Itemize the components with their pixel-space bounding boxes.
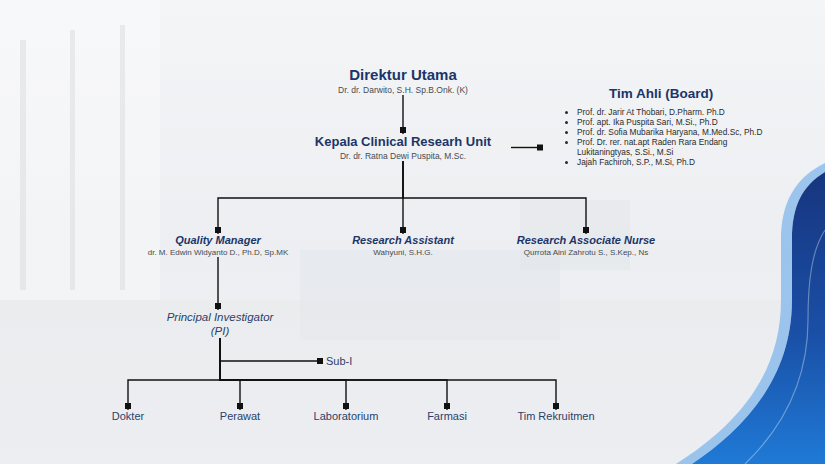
node-title: Farmasi <box>397 410 497 422</box>
role-node: Research Associate NurseQurrota Aini Zah… <box>486 234 686 257</box>
connector-marker <box>537 145 543 151</box>
team-node: Dokter <box>78 410 178 422</box>
connector-line <box>220 338 447 410</box>
node-title: Research Assistant <box>323 234 483 246</box>
connector-marker <box>343 403 349 409</box>
window-frame <box>70 30 75 290</box>
connector-marker <box>237 403 243 409</box>
node-title: Perawat <box>190 410 290 422</box>
connector-line <box>220 338 320 361</box>
connector-line <box>220 338 240 410</box>
team-node: Perawat <box>190 410 290 422</box>
floor-shade <box>0 300 825 464</box>
node-title: Quality Manager <box>118 234 318 246</box>
member-name: Prof. apt. Ika Puspita Sari, M.Si., Ph.D <box>577 117 782 127</box>
window-frame <box>20 40 26 290</box>
node-title: Laboratorium <box>296 410 396 422</box>
connector-line <box>220 338 556 410</box>
team-node: Farmasi <box>397 410 497 422</box>
node-title: Sub-I <box>326 355 386 367</box>
connector-marker <box>215 303 221 309</box>
connector-line <box>128 338 220 410</box>
wave-highlight <box>676 163 825 464</box>
org-connector <box>125 338 220 410</box>
connector-marker <box>215 227 221 233</box>
node-title: Research Associate Nurse <box>486 234 686 246</box>
person-name: Wahyuni, S.H.G. <box>323 248 483 257</box>
wave-line <box>745 230 825 464</box>
connector-line <box>218 161 403 234</box>
node-title: Dokter <box>78 410 178 422</box>
window-frame <box>120 25 125 290</box>
org-connector <box>403 161 589 234</box>
role-node: Research AssistantWahyuni, S.H.G. <box>323 234 483 257</box>
investigator-node: Principal Investigator (PI) <box>164 310 276 338</box>
role-node: Quality Manager dr. M. Edwin Widyanto D.,… <box>118 234 318 257</box>
org-connector <box>215 257 221 310</box>
org-connector <box>220 338 349 410</box>
connector-line <box>402 95 403 134</box>
person-name: Dr. dr. Darwito, S.H. Sp.B.Onk. (K) <box>253 85 553 95</box>
member-list: Prof. dr. Jarir At Thobari, D.Pharm. Ph.… <box>542 107 782 167</box>
team-node: Tim Rekruitmen <box>501 410 611 422</box>
unit-head-node: Kepala Clinical Researh UnitDr. dr. Ratn… <box>295 134 511 161</box>
director-node: Direktur UtamaDr. dr. Darwito, S.H. Sp.B… <box>253 66 553 95</box>
member-name: Prof. Dr. rer. nat.apt Raden Rara Endang… <box>577 137 782 157</box>
org-connector <box>511 145 543 151</box>
member-name: Prof. dr. Jarir At Thobari, D.Pharm. Ph.… <box>577 107 782 117</box>
sub-investigator-node: Sub-I <box>326 355 386 367</box>
connector-line <box>402 161 403 234</box>
connector-marker <box>317 358 323 364</box>
org-connector <box>400 161 406 234</box>
person-name: Qurrota Aini Zahrotu S., S.Kep., Ns <box>486 248 686 257</box>
node-title: Principal Investigator (PI) <box>164 310 276 338</box>
connector-marker <box>553 403 559 409</box>
connector-line <box>403 161 586 234</box>
node-title: Direktur Utama <box>253 66 553 83</box>
org-connector <box>400 95 406 134</box>
blue-wave <box>692 172 825 464</box>
connector-marker <box>125 403 131 409</box>
board-node: Tim Ahli (Board) Prof. dr. Jarir At Thoba… <box>542 86 782 167</box>
connector-marker <box>444 403 450 409</box>
window-glow <box>0 0 160 300</box>
connector-line <box>217 257 218 310</box>
person-name: dr. M. Edwin Widyanto D., Ph.D, Sp.MK <box>118 248 318 257</box>
connector-marker <box>400 227 406 233</box>
org-connector <box>220 338 243 410</box>
org-connector <box>220 338 450 410</box>
member-name: Prof. dr. Sofia Mubarika Haryana, M.Med.… <box>577 127 782 137</box>
node-title: Kepala Clinical Researh Unit <box>295 134 511 149</box>
node-title: Tim Rekruitmen <box>501 410 611 422</box>
connector-marker <box>583 227 589 233</box>
team-node: Laboratorium <box>296 410 396 422</box>
connector-line <box>511 147 542 148</box>
connector-line <box>220 338 346 410</box>
board-heading: Tim Ahli (Board) <box>542 86 782 101</box>
org-connector <box>220 338 559 410</box>
person-name: Dr. dr. Ratna Dewi Puspita, M.Sc. <box>295 151 511 161</box>
org-connector <box>215 161 403 234</box>
org-connector <box>220 338 323 364</box>
member-name: Jajah Fachiroh, S.P., M.Si, Ph.D <box>577 157 782 167</box>
connector-marker <box>400 127 406 133</box>
